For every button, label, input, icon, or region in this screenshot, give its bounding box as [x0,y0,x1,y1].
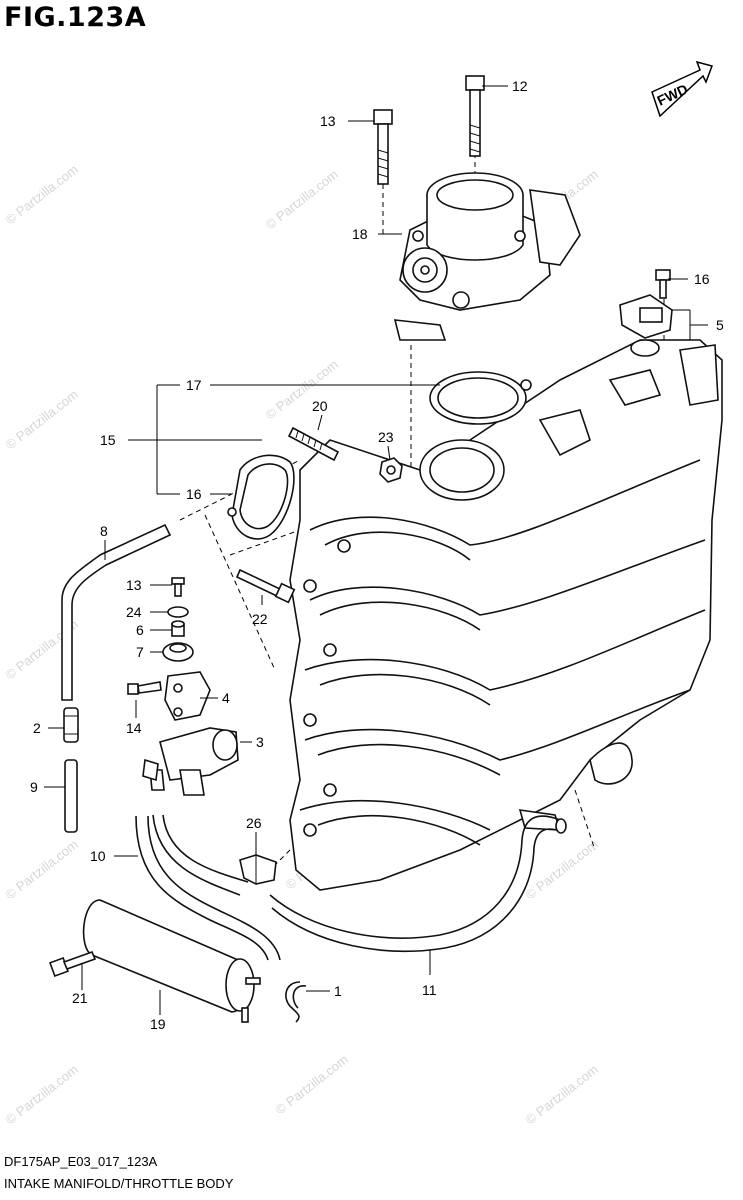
screw-15 [655,269,671,299]
callout-6: 6 [136,622,144,638]
callout-15: 16 [694,271,710,287]
callouts: 12 13 18 16 5 17 20 23 15 16 8 13 24 22 … [30,78,724,1032]
bolt-23 [235,568,296,604]
callout-13: 14 [126,720,142,736]
watermark: © Partzilla.com [523,1062,601,1128]
bracket-4 [164,671,211,721]
bolt-12-left [373,109,393,185]
callout-8: 8 [100,523,108,539]
bolt-12-right [465,75,485,157]
callout-9: 9 [30,779,38,795]
callout-22: 21 [72,990,88,1006]
clamp-1 [285,981,307,1023]
sensor-5 [619,294,673,357]
washer-25 [167,606,189,618]
callout-2: 2 [33,720,41,736]
callout-7: 7 [136,644,144,660]
callout-17: 16 [186,486,202,502]
hose-9 [64,759,78,833]
grommet-7 [162,642,194,662]
solenoid-valve-3 [142,727,239,796]
hose-10 [135,814,281,961]
watermark: © Partzilla.com [3,387,81,453]
callout-3: 3 [256,734,264,750]
callout-10: 10 [90,848,106,864]
collar-6 [171,620,185,637]
callout-4: 4 [222,690,230,706]
watermark: © Partzilla.com [263,167,341,233]
stud-21 [287,426,340,462]
callout-20: 19 [150,1016,166,1032]
watermark: © Partzilla.com [273,1052,351,1118]
throttle-body [393,172,581,341]
gasket-17 [227,454,295,540]
callout-21: 20 [312,398,328,414]
joint-2 [63,707,79,743]
gasket-18 [429,371,532,425]
intake-manifold [289,339,723,891]
callout-5: 5 [716,317,724,333]
fwd-arrow-icon: FWD [651,60,713,118]
callout-14: 13 [126,577,142,593]
callout-12-right: 12 [512,78,528,94]
callout-11: 11 [422,982,437,998]
hose-11 [269,815,567,953]
leader-lines [44,85,708,1015]
callout-26: 26 [246,815,262,831]
clip-26 [239,854,277,885]
watermark: © Partzilla.com [3,837,81,903]
bolt-13 [127,681,162,695]
callout-16: 15 [100,432,116,448]
watermark: © Partzilla.com [3,162,81,228]
nut-24 [379,457,403,483]
figure-title: FIG.123A [4,2,147,33]
bolt-22 [49,950,97,977]
figure-code: DF175AP_E03_017_123A [4,1154,158,1169]
watermark: © Partzilla.com [3,1062,81,1128]
callout-19: 18 [352,226,368,242]
hose-8 [61,523,172,701]
figure-caption: INTAKE MANIFOLD/THROTTLE BODY [4,1176,234,1191]
canister-20 [82,899,261,1023]
callout-12-left: 13 [320,113,336,129]
screw-14 [171,577,185,597]
watermark: © Partzilla.com [263,357,341,423]
callout-23: 22 [252,611,268,627]
callout-18: 17 [186,377,202,393]
callout-24: 23 [378,429,394,445]
callout-1: 1 [334,983,342,999]
callout-25: 24 [126,604,142,620]
